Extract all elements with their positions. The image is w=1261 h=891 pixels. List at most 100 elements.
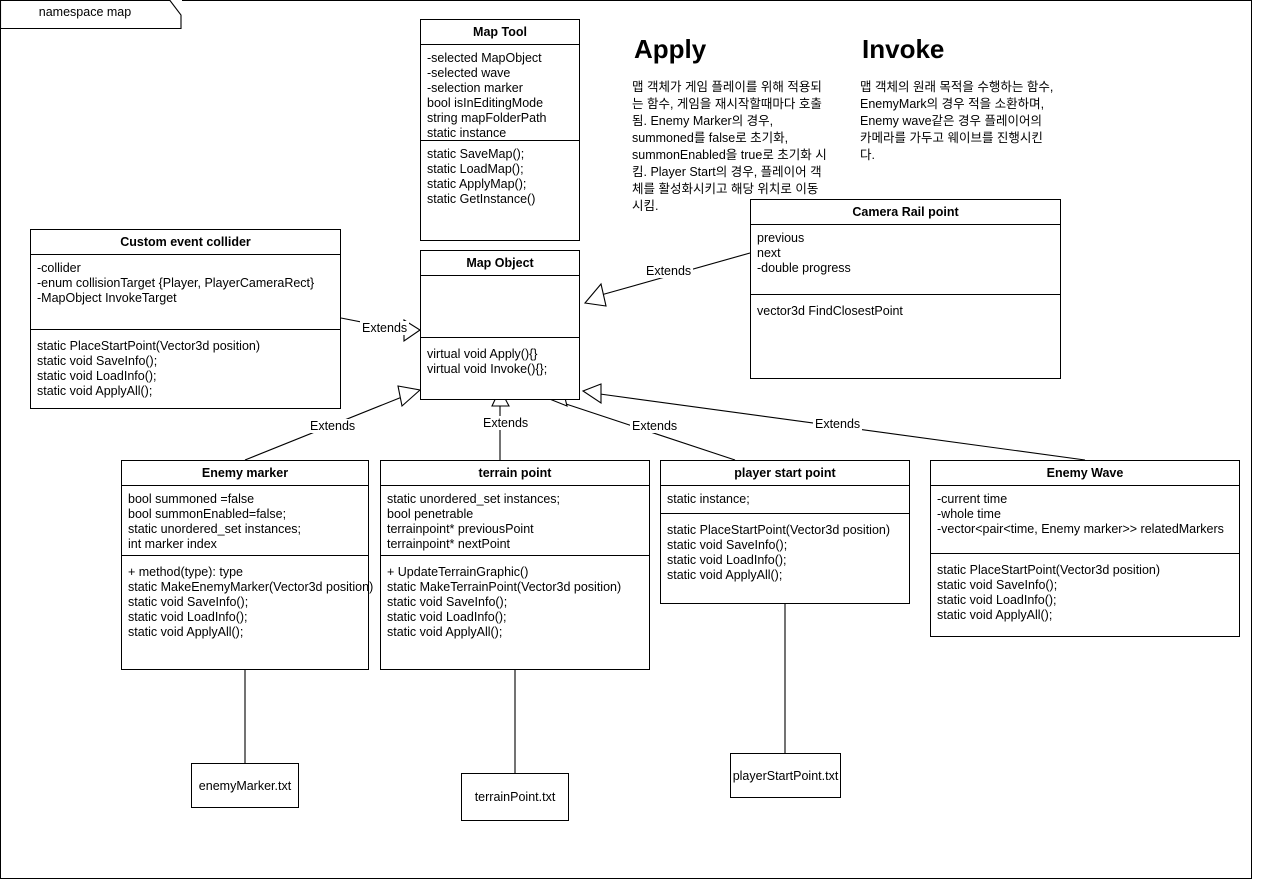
attribute: -enum collisionTarget {Player, PlayerCam…: [37, 276, 315, 290]
attribute: -double progress: [757, 261, 851, 275]
edge-label-terrain-point: Extends: [481, 416, 531, 430]
method: static ApplyMap();: [427, 177, 527, 191]
namespace-tab-shape: [0, 0, 182, 29]
class-title: Enemy marker: [122, 461, 368, 486]
method: virtual void Invoke(){};: [427, 362, 548, 376]
class-box-map-tool[interactable]: Map Tool -selected MapObject -selected w…: [420, 19, 580, 241]
attribute: terrainpoint* nextPoint: [387, 537, 510, 551]
note-body-invoke: 맵 객체의 원래 목적을 수행하는 함수, EnemyMark의 경우 적을 소…: [860, 80, 1054, 162]
edge-label-enemy-marker: Extends: [308, 419, 358, 433]
class-box-enemy-wave[interactable]: Enemy Wave -current time -whole time -ve…: [930, 460, 1240, 637]
class-methods: static PlaceStartPoint(Vector3d position…: [931, 554, 1239, 629]
method: vector3d FindClosestPoint: [757, 304, 903, 318]
attribute: -MapObject InvokeTarget: [37, 291, 177, 305]
method: + method(type): type: [128, 565, 243, 579]
method: static void LoadInfo();: [128, 610, 248, 624]
method: static void SaveInfo();: [128, 595, 249, 609]
attribute: static instance;: [667, 492, 750, 506]
class-title: Map Object: [421, 251, 579, 276]
note-body-apply: 맵 객체가 게임 플레이를 위해 적용되는 함수, 게임을 재시작할때마다 호출…: [632, 80, 827, 213]
method: static void ApplyAll();: [387, 625, 503, 639]
class-title: Map Tool: [421, 20, 579, 45]
class-box-map-object[interactable]: Map Object virtual void Apply(){} virtua…: [420, 250, 580, 400]
note-heading-apply: Apply: [634, 34, 707, 64]
class-methods: static SaveMap(); static LoadMap(); stat…: [421, 141, 579, 213]
class-methods: virtual void Apply(){} virtual void Invo…: [421, 338, 579, 383]
attribute: bool summonEnabled=false;: [128, 507, 287, 521]
method: static MakeEnemyMarker(Vector3d position…: [128, 580, 374, 594]
method: static void ApplyAll();: [128, 625, 244, 639]
method: static void LoadInfo();: [387, 610, 507, 624]
class-attributes: -current time -whole time -vector<pair<t…: [931, 486, 1239, 554]
class-attributes: static unordered_set instances; bool pen…: [381, 486, 649, 556]
class-methods: static PlaceStartPoint(Vector3d position…: [661, 514, 909, 589]
file-box-enemy-marker[interactable]: enemyMarker.txt: [191, 763, 299, 808]
note-heading-invoke: Invoke: [862, 34, 945, 64]
method: static void LoadInfo();: [937, 593, 1057, 607]
file-box-player-start-point[interactable]: playerStartPoint.txt: [730, 753, 841, 798]
namespace-tab: namespace map: [0, 0, 182, 29]
class-methods: static PlaceStartPoint(Vector3d position…: [31, 330, 340, 405]
namespace-label: namespace map: [38, 5, 132, 19]
method: static void SaveInfo();: [667, 538, 788, 552]
method: static MakeTerrainPoint(Vector3d positio…: [387, 580, 622, 594]
file-box-terrain-point[interactable]: terrainPoint.txt: [461, 773, 569, 821]
attribute: -selection marker: [427, 81, 523, 95]
method: static void SaveInfo();: [937, 578, 1058, 592]
class-box-custom-event-collider[interactable]: Custom event collider -collider -enum co…: [30, 229, 341, 409]
class-box-camera-rail-point[interactable]: Camera Rail point previous next -double …: [750, 199, 1061, 379]
attribute: static instance: [427, 126, 507, 140]
method: static void ApplyAll();: [667, 568, 783, 582]
method: + UpdateTerrainGraphic(): [387, 565, 529, 579]
class-title: Custom event collider: [31, 230, 340, 255]
method: virtual void Apply(){}: [427, 347, 538, 361]
class-box-enemy-marker[interactable]: Enemy marker bool summoned =false bool s…: [121, 460, 374, 670]
class-box-player-start-point[interactable]: player start point static instance; stat…: [660, 460, 910, 604]
class-title: Camera Rail point: [751, 200, 1060, 225]
attribute: bool penetrable: [387, 507, 474, 521]
class-attributes: previous next -double progress: [751, 225, 1060, 295]
attribute: string mapFolderPath: [427, 111, 547, 125]
attribute: static unordered_set instances;: [128, 522, 302, 536]
method: static PlaceStartPoint(Vector3d position…: [37, 339, 261, 353]
method: static PlaceStartPoint(Vector3d position…: [667, 523, 891, 537]
attribute: bool isInEditingMode: [427, 96, 544, 110]
method: static void SaveInfo();: [37, 354, 158, 368]
class-box-terrain-point[interactable]: terrain point static unordered_set insta…: [380, 460, 650, 670]
attribute: bool summoned =false: [128, 492, 255, 506]
page-frame: [0, 0, 1252, 879]
attribute: -selected MapObject: [427, 51, 542, 65]
class-title: terrain point: [381, 461, 649, 486]
class-methods: + UpdateTerrainGraphic() static MakeTerr…: [381, 556, 649, 646]
attribute: -collider: [37, 261, 81, 275]
method: static void LoadInfo();: [667, 553, 787, 567]
method: static LoadMap();: [427, 162, 524, 176]
attribute: -vector<pair<time, Enemy marker>> relate…: [937, 522, 1224, 536]
method: static GetInstance(): [427, 192, 536, 206]
method: static PlaceStartPoint(Vector3d position…: [937, 563, 1161, 577]
edge-label-custom-event-collider: Extends: [360, 321, 410, 335]
edge-label-player-start-point: Extends: [630, 419, 680, 433]
class-title: Enemy Wave: [931, 461, 1239, 486]
attribute: int marker index: [128, 537, 217, 551]
file-label: playerStartPoint.txt: [732, 768, 839, 783]
attribute: -whole time: [937, 507, 1001, 521]
class-attributes: static instance;: [661, 486, 909, 514]
class-methods: vector3d FindClosestPoint: [751, 295, 1060, 325]
class-attributes: [421, 276, 579, 338]
class-title: player start point: [661, 461, 909, 486]
class-attributes: -selected MapObject -selected wave -sele…: [421, 45, 579, 141]
method: static void ApplyAll();: [37, 384, 153, 398]
attribute: next: [757, 246, 781, 260]
attribute: terrainpoint* previousPoint: [387, 522, 534, 536]
method: static SaveMap();: [427, 147, 525, 161]
method: static void LoadInfo();: [37, 369, 157, 383]
attribute: previous: [757, 231, 805, 245]
file-label: enemyMarker.txt: [198, 778, 292, 793]
method: static void ApplyAll();: [937, 608, 1053, 622]
attribute: -current time: [937, 492, 1008, 506]
method: static void SaveInfo();: [387, 595, 508, 609]
class-methods: + method(type): type static MakeEnemyMar…: [122, 556, 374, 646]
file-label: terrainPoint.txt: [474, 790, 556, 804]
